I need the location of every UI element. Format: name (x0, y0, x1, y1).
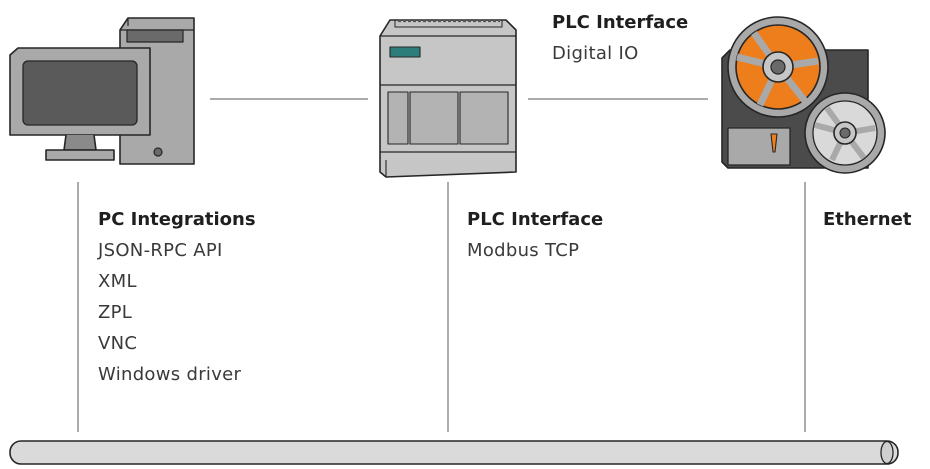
plc-modbus-label: PLC Interface Modbus TCP (467, 210, 603, 261)
pc-integration-item: ZPL (98, 302, 133, 323)
plc-digital-heading: PLC Interface (552, 12, 689, 33)
pc-integration-item: JSON-RPC API (98, 240, 223, 261)
plc-digital-label: PLC Interface Digital IO (552, 13, 688, 64)
pc-integration-item: Windows driver (98, 364, 242, 385)
ethernet-label: Ethernet (823, 210, 911, 230)
ethernet-heading: Ethernet (823, 209, 912, 230)
pc-integrations-label: PC Integrations JSON-RPC API XML ZPL VNC… (98, 210, 256, 385)
label-printer-reels-icon (721, 16, 886, 174)
network-bus (9, 440, 899, 465)
plc-modbus-heading: PLC Interface (467, 209, 604, 230)
pc-integration-item: VNC (98, 333, 138, 354)
pc-integrations-heading: PC Integrations (98, 209, 256, 230)
desktop-computer-icon (9, 17, 195, 165)
plc-digital-item: Digital IO (552, 43, 639, 64)
pc-integration-item: XML (98, 271, 137, 292)
plc-controller-icon (379, 19, 517, 178)
plc-modbus-item: Modbus TCP (467, 240, 580, 261)
